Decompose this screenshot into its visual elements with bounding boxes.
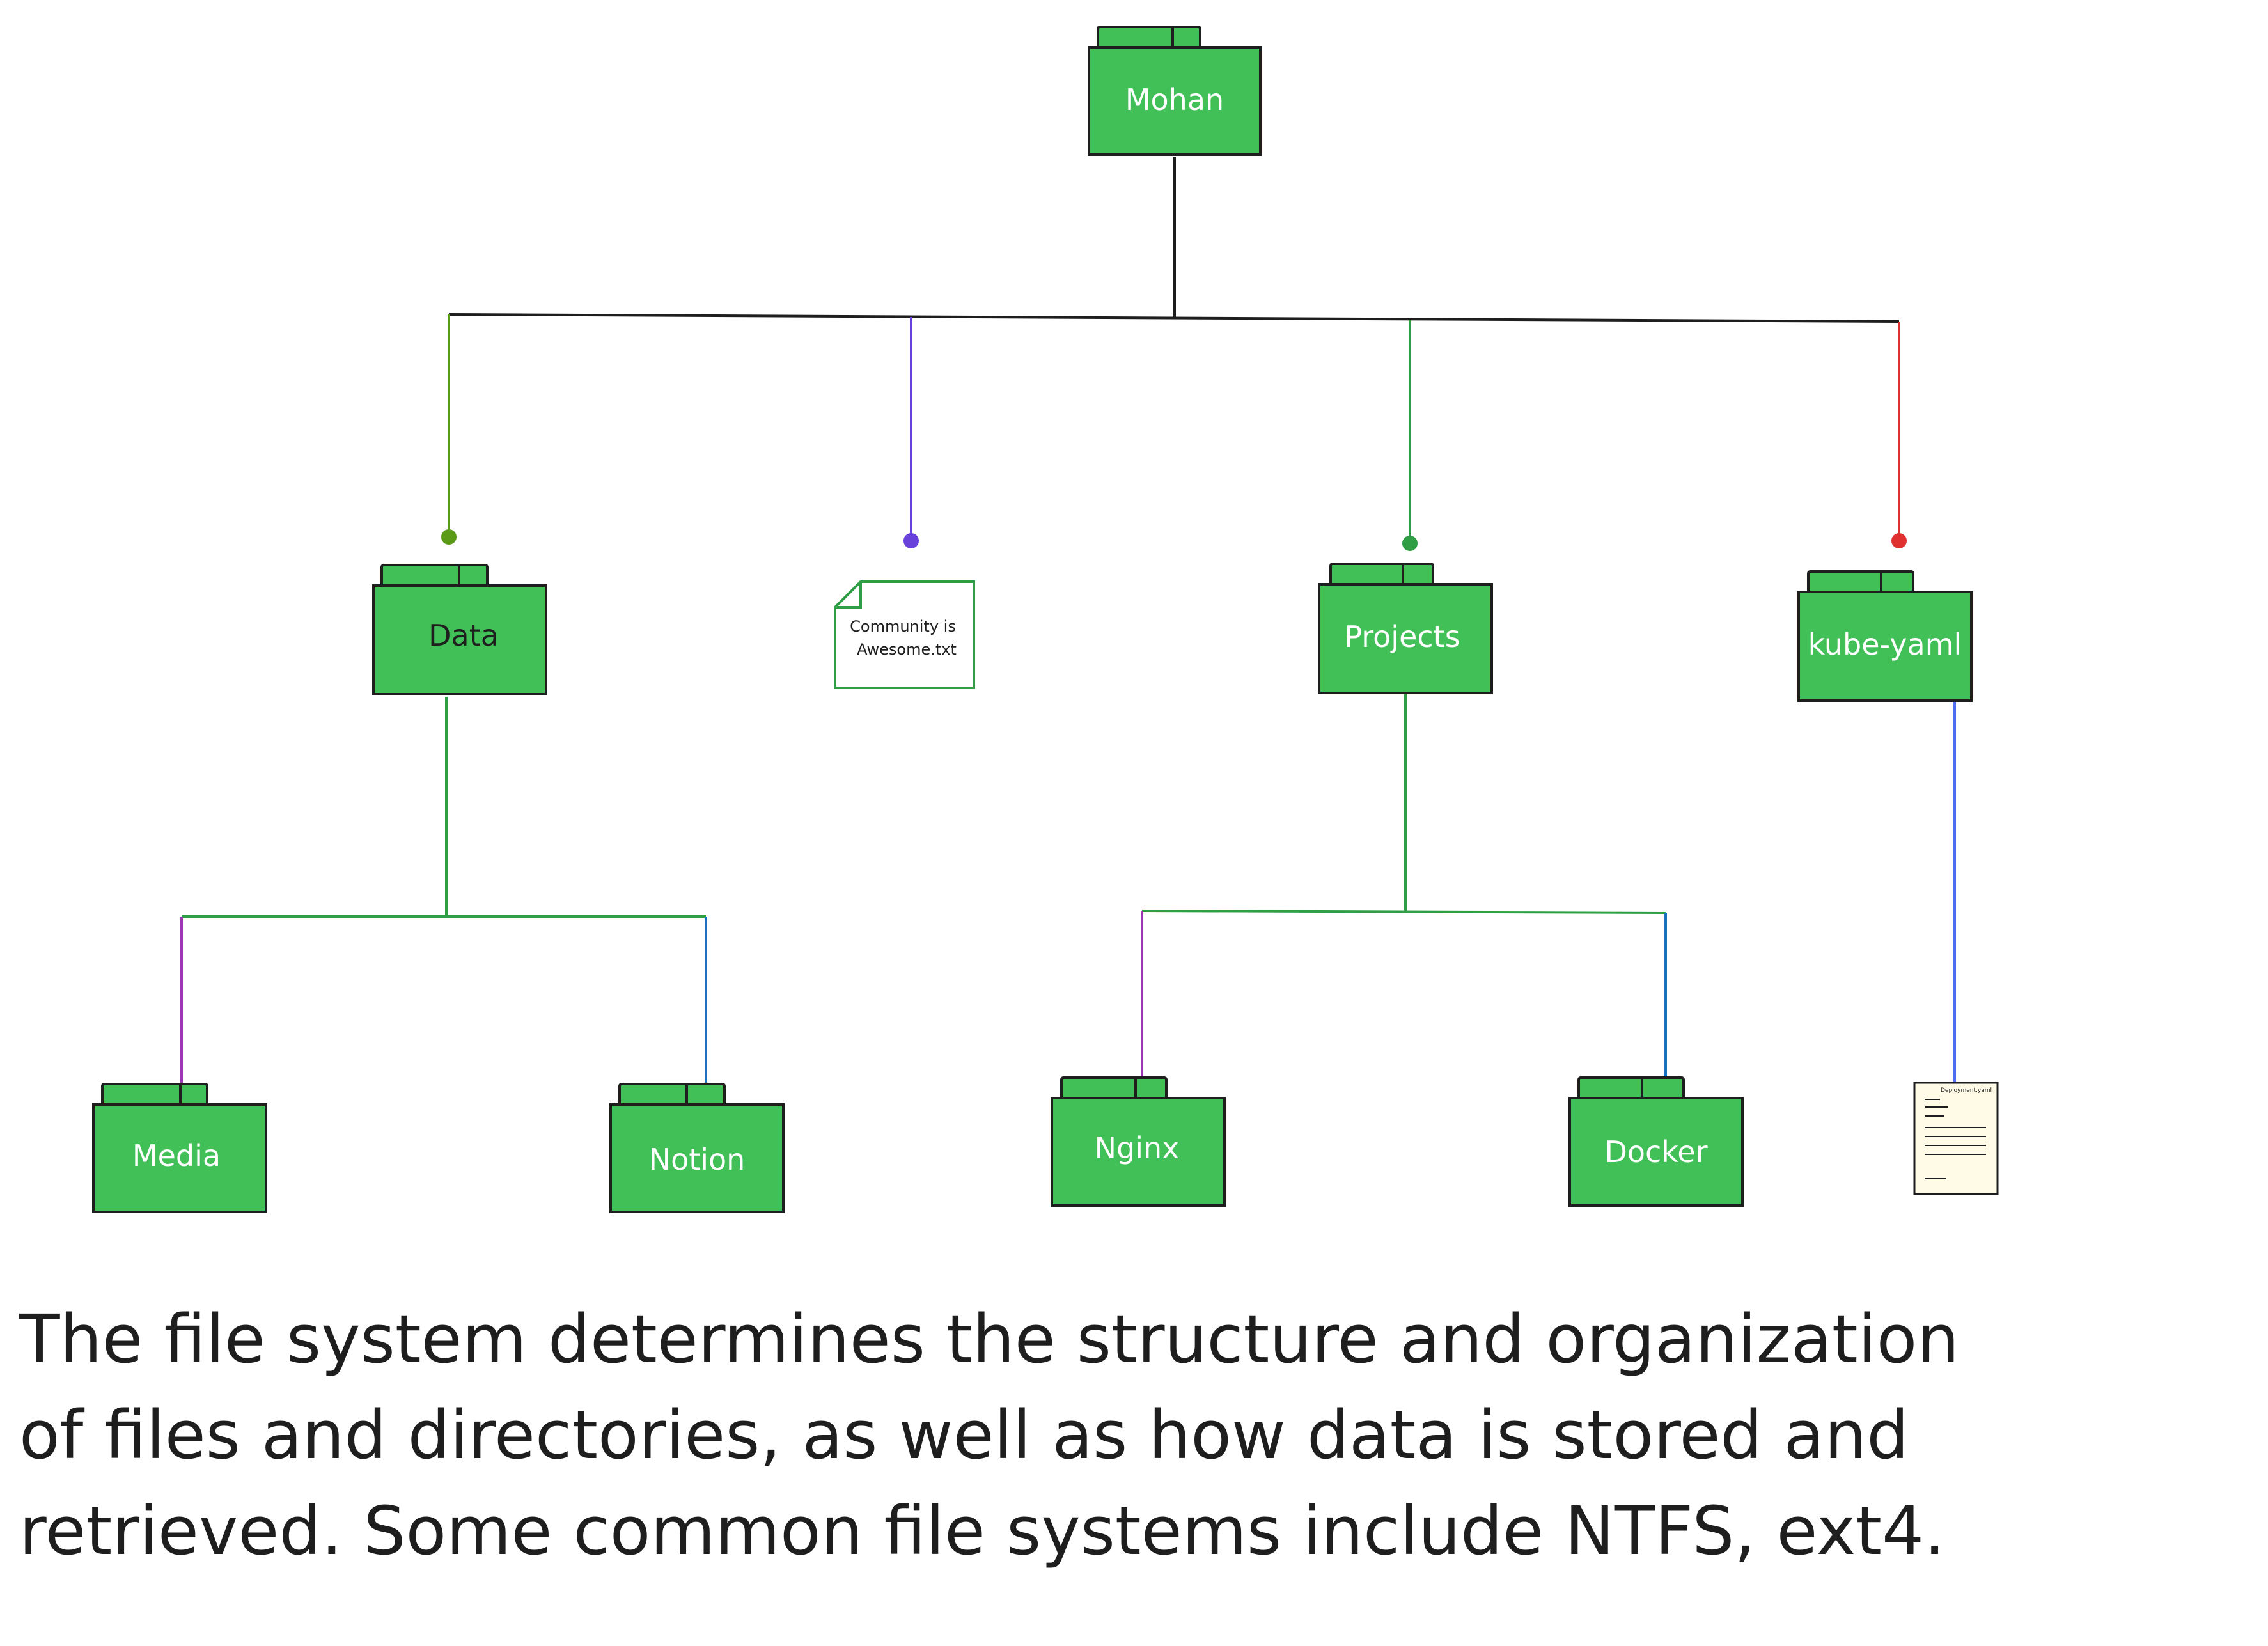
connector-dot-kube-yaml	[1891, 533, 1907, 548]
folder-label: Projects	[1344, 619, 1460, 654]
connector-projects-bus	[1141, 910, 1666, 914]
folder-label: Mohan	[1125, 82, 1224, 117]
folder-notion[interactable]: Notion	[609, 1083, 785, 1213]
folder-media[interactable]: Media	[92, 1083, 267, 1213]
folder-projects[interactable]: Projects	[1318, 563, 1493, 694]
folder-data[interactable]: Data	[372, 564, 547, 695]
caption-line-3: retrieved. Some common file systems incl…	[19, 1492, 1946, 1570]
folder-body	[1568, 1097, 1744, 1207]
folder-label: kube-yaml	[1808, 627, 1962, 662]
document-text-lines	[1925, 1099, 1986, 1179]
file-deployment-yaml[interactable]: Deployment.yaml	[1913, 1082, 1999, 1195]
folder-label: Media	[132, 1138, 221, 1173]
caption-line-2: of files and directories, as well as how…	[19, 1396, 1909, 1474]
folder-label: Docker	[1604, 1135, 1707, 1169]
file-dog-ear	[835, 582, 862, 609]
connectors	[180, 157, 1956, 1087]
folder-tab	[1097, 26, 1201, 50]
folder-body	[1051, 1097, 1226, 1207]
document-title: Deployment.yaml	[1941, 1087, 1992, 1094]
file-shape	[834, 580, 975, 689]
caption-line-1: The file system determines the structure…	[19, 1300, 1960, 1378]
folder-nginx[interactable]: Nginx	[1051, 1076, 1226, 1207]
folder-tab	[1807, 570, 1914, 594]
connector-root-bus	[448, 313, 1900, 323]
folder-label: Nginx	[1095, 1131, 1180, 1165]
folder-tab	[1577, 1076, 1685, 1101]
folder-body	[1318, 583, 1493, 694]
file-label-line2: Awesome.txt	[857, 641, 957, 658]
folder-tab	[1060, 1076, 1168, 1101]
folder-tab	[618, 1083, 726, 1107]
folder-tab	[101, 1083, 208, 1107]
folder-mohan[interactable]: Mohan	[1088, 26, 1262, 156]
connector-dot-community-file	[903, 533, 919, 548]
folder-tab	[380, 564, 489, 588]
folder-docker[interactable]: Docker	[1568, 1076, 1744, 1207]
folder-body	[1797, 591, 1973, 702]
caption-text: The file system determines the structure…	[19, 1291, 2257, 1579]
folder-tab	[1329, 563, 1434, 587]
file-tree-diagram: Mohan Data Community is Awesome.txt Proj…	[92, 26, 1999, 1213]
folder-body	[609, 1103, 785, 1213]
folder-body	[1088, 46, 1262, 156]
folder-body	[372, 584, 547, 695]
folder-label: Data	[428, 618, 499, 653]
folder-kube-yaml[interactable]: kube-yaml	[1797, 570, 1973, 702]
document-page	[1913, 1082, 1999, 1195]
file-label-line1: Community is	[850, 617, 956, 635]
file-community-is-awesome[interactable]: Community is Awesome.txt	[834, 580, 975, 689]
connector-dot-projects	[1402, 536, 1418, 551]
folder-label: Notion	[649, 1142, 746, 1177]
folder-body	[92, 1103, 267, 1213]
connector-dot-data	[441, 529, 457, 545]
